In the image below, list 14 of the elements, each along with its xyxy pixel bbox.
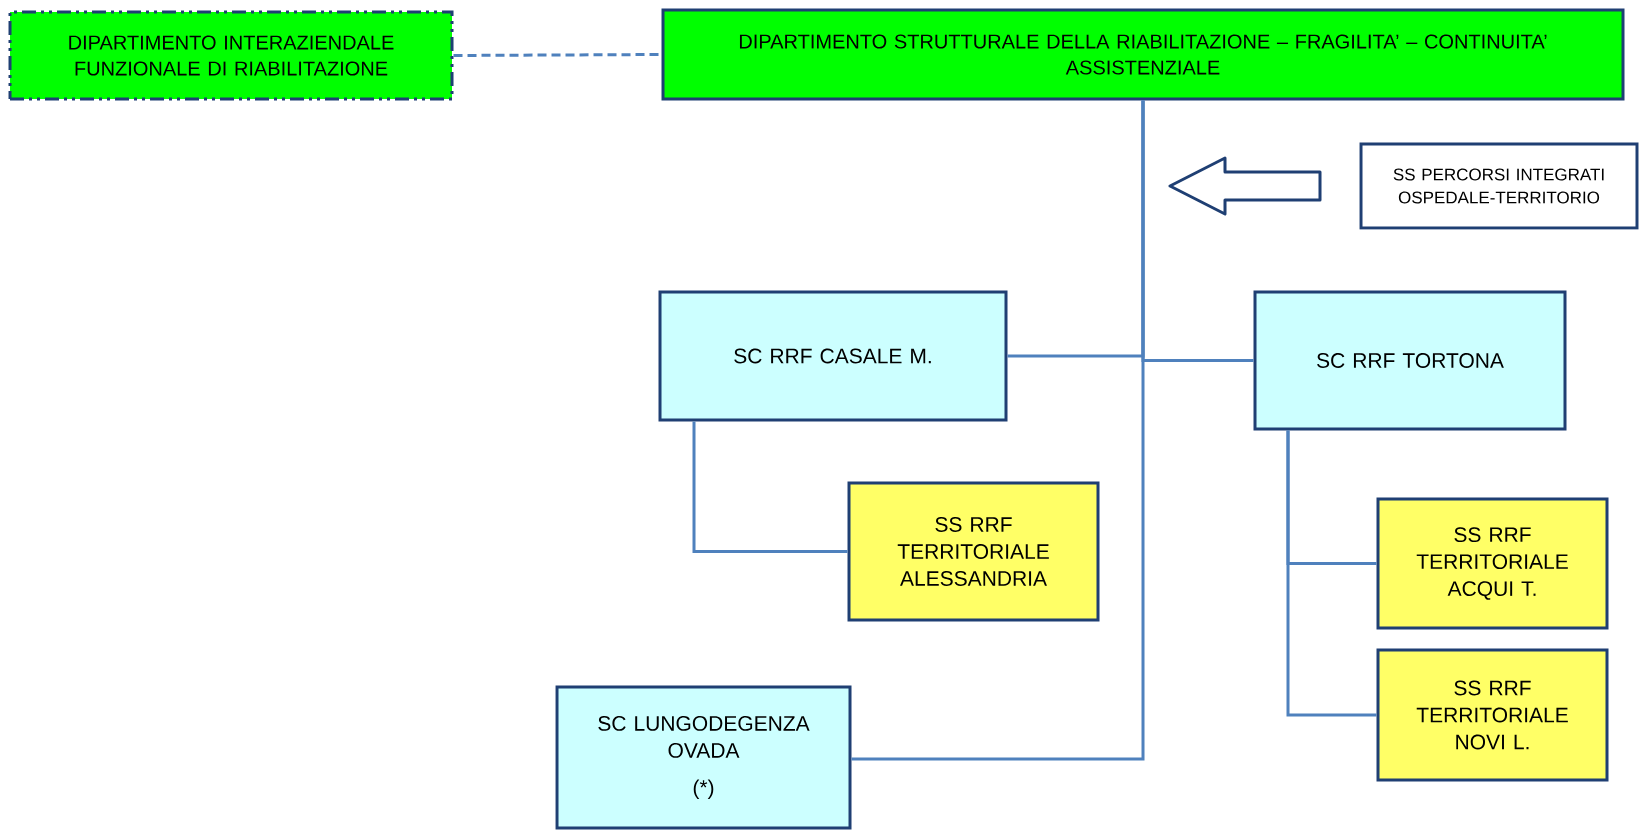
department-box: DIPARTIMENTO STRUTTURALE DELLA RIABILITAZIONE – FRAGILITA’ – CONTINUITA’ ASSISTENZIALE bbox=[661, 8, 1625, 101]
unit-box: SS RRF TERRITORIALE ALESSANDRIA bbox=[847, 481, 1100, 622]
block-arrow bbox=[1168, 156, 1322, 216]
unit-box: SS RRF TERRITORIALE ACQUI T. bbox=[1376, 497, 1609, 630]
unit-box: SS PERCORSI INTEGRATI OSPEDALE-TERRITORIO bbox=[1359, 142, 1639, 230]
unit-box: SC RRF TORTONA bbox=[1253, 290, 1567, 431]
connector-line bbox=[1286, 430, 1377, 717]
connector-line bbox=[692, 421, 848, 553]
unit-box: SS RRF TERRITORIALE NOVI L. bbox=[1376, 648, 1609, 782]
unit-box: SC RRF CASALE M. bbox=[658, 290, 1008, 422]
connector-line bbox=[453, 53, 662, 57]
unit-box: SC LUNGODEGENZA OVADA (*) bbox=[555, 685, 852, 830]
connector-line bbox=[851, 100, 1145, 761]
department-box: DIPARTIMENTO INTERAZIENDALE FUNZIONALE DI RIABILITAZIONE bbox=[8, 10, 454, 101]
